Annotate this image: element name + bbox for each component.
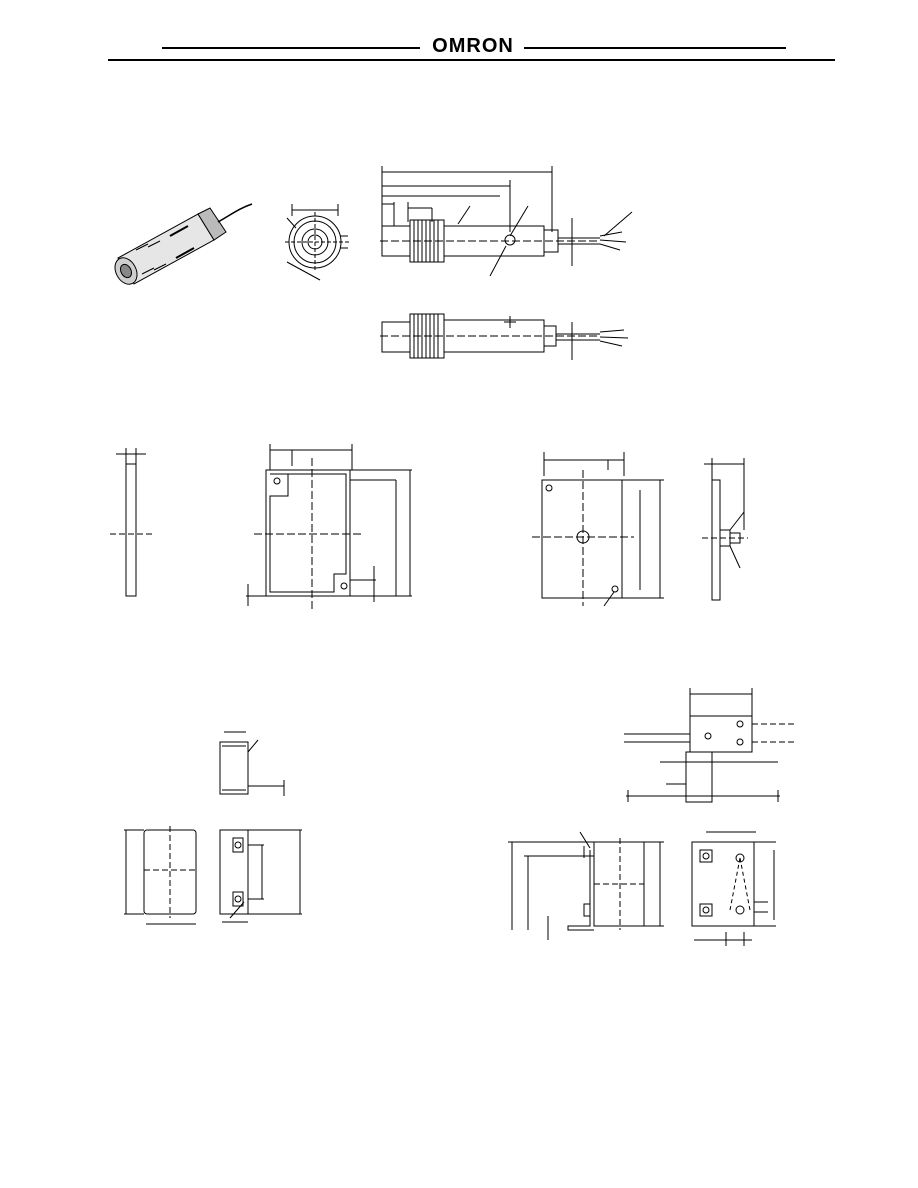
reflector-plate-front (532, 452, 664, 606)
reflector-front-view (246, 444, 412, 610)
bracket-side-view (220, 830, 302, 922)
l-bracket-top-view (624, 688, 796, 802)
bracket-small-top (220, 732, 284, 796)
sensor-front-view (285, 204, 350, 280)
sensor-side-view-lower (380, 314, 628, 360)
brand-logo: OMRON (432, 35, 514, 57)
bracket-front-view (124, 826, 196, 924)
l-bracket-side-view (692, 832, 776, 946)
reflector-side-profile (110, 448, 152, 596)
sensor-side-view-upper (380, 166, 632, 276)
sensor-perspective-illustration (111, 204, 252, 288)
header-rule-full (108, 59, 835, 61)
l-bracket-front-view (508, 832, 664, 940)
header-rule-right (524, 47, 786, 49)
header-rule-left (162, 47, 420, 49)
reflector-plate-side (702, 458, 748, 600)
